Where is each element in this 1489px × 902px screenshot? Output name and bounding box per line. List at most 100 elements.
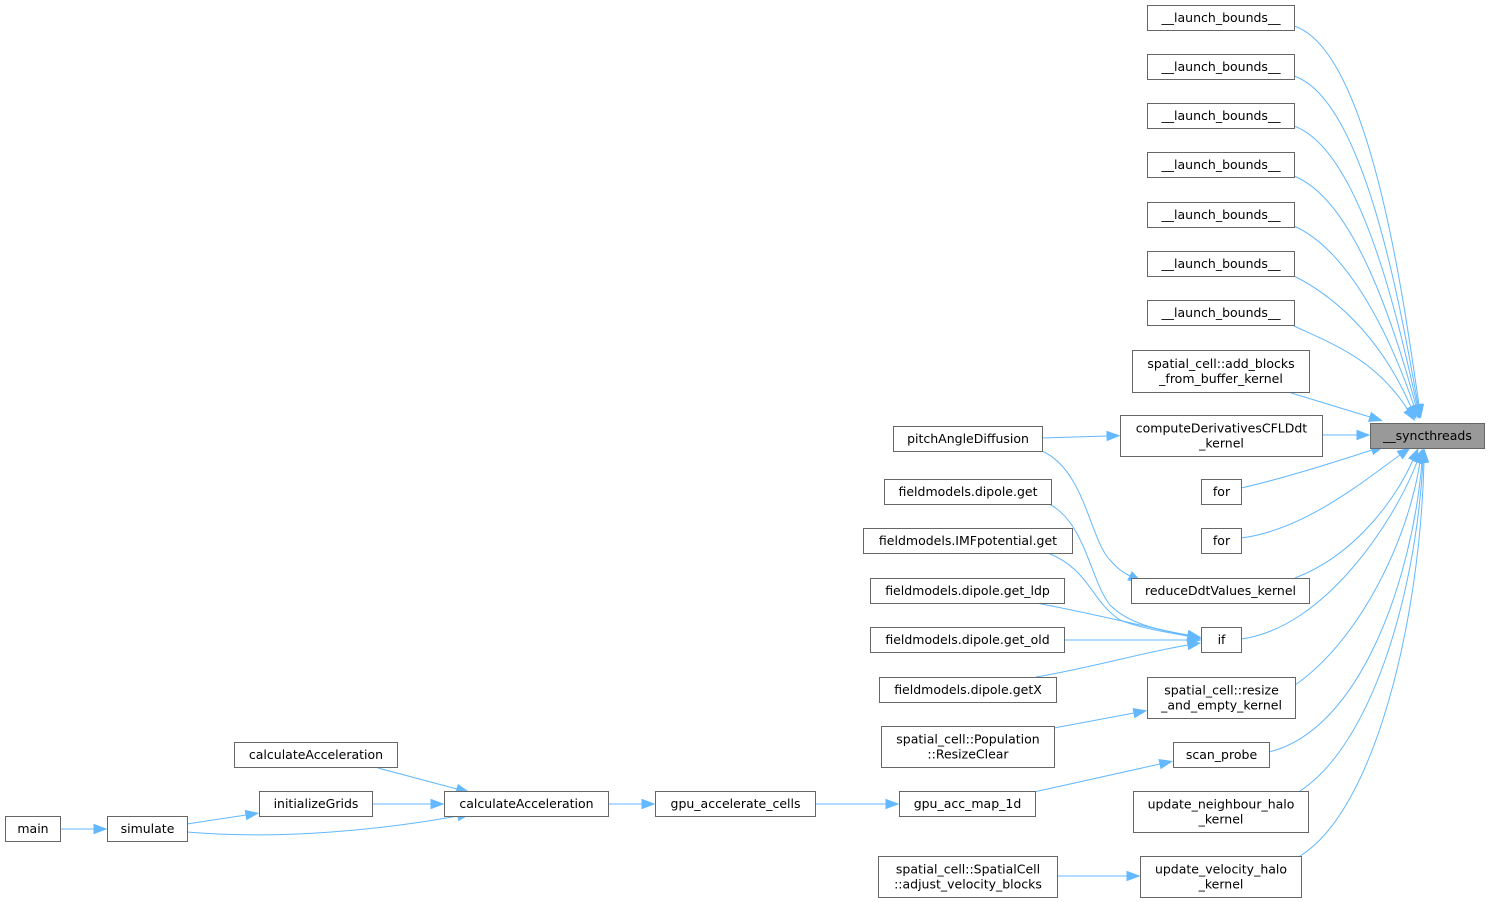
node-initgrids[interactable]: initializeGrids: [259, 791, 373, 817]
node-box: [870, 627, 1065, 653]
node-label: gpu_acc_map_1d: [914, 796, 1022, 811]
node-label: __launch_bounds__: [1161, 157, 1282, 172]
node-label: computeDerivativesCFLDdt: [1136, 421, 1308, 436]
edge-line: [1035, 602, 1189, 637]
node-box: [1173, 742, 1270, 768]
node-lb5[interactable]: __launch_bounds__: [1147, 202, 1295, 228]
edge-gpuacc-accmap: [815, 798, 900, 810]
node-main[interactable]: main: [5, 816, 61, 842]
node-box: [884, 479, 1052, 505]
node-lb6[interactable]: __launch_bounds__: [1147, 251, 1295, 277]
arrowhead: [1132, 707, 1148, 719]
edge-line: [1053, 712, 1135, 729]
node-label: fieldmodels.dipole.getX: [894, 682, 1042, 697]
arrowhead: [430, 798, 445, 810]
edge-line: [1293, 225, 1415, 407]
edge-calcacc2-calcacc: [377, 767, 470, 794]
node-label: for: [1213, 533, 1231, 548]
node-box: [1147, 5, 1295, 31]
node-box: [1201, 627, 1242, 653]
node-box: [234, 742, 398, 768]
node-lb4[interactable]: __launch_bounds__: [1147, 152, 1295, 178]
edge-calcacc-gpuacc: [608, 798, 656, 810]
node-velhalo[interactable]: update_velocity_halo_kernel: [1140, 856, 1302, 898]
edge-lb1-syncthreads: [1293, 25, 1425, 419]
node-box: [107, 816, 188, 842]
node-if[interactable]: if: [1201, 627, 1242, 653]
arrowhead: [1396, 447, 1411, 460]
node-label: if: [1218, 632, 1226, 647]
arrowhead: [1158, 759, 1174, 770]
node-adjust[interactable]: spatial_cell::SpatialCell::adjust_veloci…: [878, 856, 1058, 898]
node-neigh[interactable]: update_neighbour_halo_kernel: [1133, 791, 1309, 833]
node-label: update_velocity_halo: [1155, 862, 1287, 877]
node-calcacc[interactable]: calculateAcceleration: [444, 791, 609, 817]
node-syncthreads[interactable]: __syncthreads: [1370, 423, 1485, 449]
node-reduce[interactable]: reduceDdtValues_kernel: [1131, 578, 1310, 604]
node-scan[interactable]: scan_probe: [1173, 742, 1270, 768]
edge-line: [1033, 763, 1161, 793]
node-label: __launch_bounds__: [1161, 305, 1282, 320]
node-for2[interactable]: for: [1201, 528, 1242, 554]
edge-line: [1294, 461, 1421, 686]
edge-initgrids-calcacc: [372, 798, 445, 810]
edge-line: [1299, 461, 1424, 792]
node-lb7[interactable]: __launch_bounds__: [1147, 300, 1295, 326]
node-cfl[interactable]: computeDerivativesCFLDdt_kernel: [1120, 415, 1323, 457]
node-label: _kernel: [1198, 436, 1244, 451]
edge-popresize-resize: [1053, 707, 1148, 729]
node-addblocks[interactable]: spatial_cell::add_blocks_from_buffer_ker…: [1132, 350, 1310, 393]
node-label: __launch_bounds__: [1161, 108, 1282, 123]
node-label: ::ResizeClear: [927, 747, 1009, 762]
node-box: [881, 726, 1055, 768]
arrowhead: [1418, 448, 1430, 463]
node-dget[interactable]: fieldmodels.dipole.get: [884, 479, 1052, 505]
node-getldp[interactable]: fieldmodels.dipole.get_ldp: [870, 578, 1065, 604]
edge-resize-syncthreads: [1294, 448, 1426, 686]
node-for1[interactable]: for: [1201, 479, 1242, 505]
node-box: [863, 528, 1073, 554]
node-box: [1147, 251, 1295, 277]
node-simulate[interactable]: simulate: [107, 816, 188, 842]
edge-line: [1240, 454, 1401, 539]
node-label: fieldmodels.dipole.get_old: [885, 632, 1049, 647]
arrowhead: [93, 823, 108, 835]
node-label: update_neighbour_halo: [1148, 797, 1295, 812]
node-accmap[interactable]: gpu_acc_map_1d: [899, 791, 1036, 817]
node-imfget[interactable]: fieldmodels.IMFpotential.get: [863, 528, 1073, 554]
node-lb2[interactable]: __launch_bounds__: [1147, 54, 1295, 80]
edge-line: [186, 814, 247, 825]
node-calcacc2[interactable]: calculateAcceleration: [234, 742, 398, 768]
node-gpuacc[interactable]: gpu_accelerate_cells: [655, 791, 816, 817]
node-getold[interactable]: fieldmodels.dipole.get_old: [870, 627, 1065, 653]
node-label: calculateAcceleration: [249, 747, 383, 762]
edge-line: [1268, 461, 1423, 753]
arrowhead: [1356, 429, 1371, 441]
node-box: [1147, 300, 1295, 326]
edge-line: [1293, 75, 1419, 406]
node-popresize[interactable]: spatial_cell::Population::ResizeClear: [881, 726, 1055, 768]
node-pitch[interactable]: pitchAngleDiffusion: [893, 426, 1043, 452]
edge-line: [1046, 502, 1189, 636]
node-resize[interactable]: spatial_cell::resize_and_empty_kernel: [1147, 677, 1296, 719]
node-label: pitchAngleDiffusion: [907, 431, 1029, 446]
node-box: [879, 677, 1057, 703]
edge-line: [1294, 459, 1414, 579]
node-label: _from_buffer_kernel: [1158, 371, 1283, 386]
edge-line: [1240, 461, 1418, 640]
node-label: initializeGrids: [274, 796, 359, 811]
node-label: main: [17, 821, 48, 836]
arrowhead: [1126, 870, 1141, 882]
edge-lb4-syncthreads: [1293, 175, 1421, 419]
node-label: spatial_cell::Population: [896, 732, 1039, 747]
node-box: [1147, 152, 1295, 178]
node-getx[interactable]: fieldmodels.dipole.getX: [879, 677, 1057, 703]
node-box: [1370, 423, 1485, 449]
node-lb1[interactable]: __launch_bounds__: [1147, 5, 1295, 31]
edge-for2-syncthreads: [1240, 447, 1411, 539]
edge-if-syncthreads: [1240, 449, 1422, 640]
node-lb3[interactable]: __launch_bounds__: [1147, 103, 1295, 129]
edge-getx-if: [1035, 639, 1202, 678]
node-box: [878, 856, 1058, 898]
edge-pitch-cfl: [1041, 430, 1121, 442]
